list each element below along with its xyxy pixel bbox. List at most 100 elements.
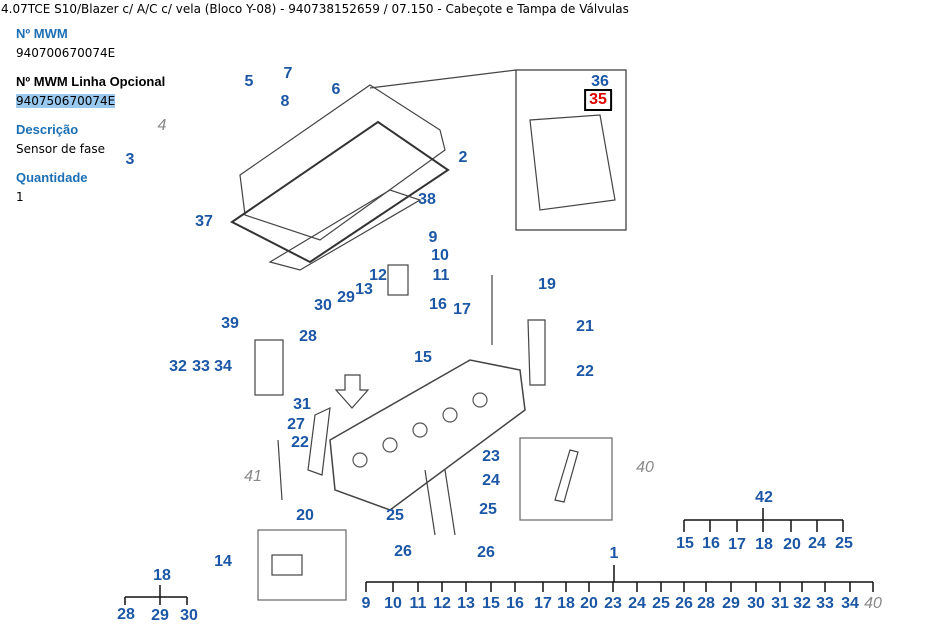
callout-16[interactable]: 16 <box>506 595 524 612</box>
callout-14[interactable]: 14 <box>214 553 232 570</box>
callout-18[interactable]: 18 <box>557 595 575 612</box>
callout-37[interactable]: 37 <box>195 213 213 230</box>
callout-27[interactable]: 27 <box>287 416 305 433</box>
callout-40[interactable]: 40 <box>636 459 654 476</box>
callout-24[interactable]: 24 <box>628 595 646 612</box>
callout-29[interactable]: 29 <box>151 607 169 624</box>
callout-30[interactable]: 30 <box>180 607 198 624</box>
callout-24[interactable]: 24 <box>482 472 500 489</box>
callout-15[interactable]: 15 <box>414 349 432 366</box>
callout-19[interactable]: 19 <box>538 276 556 293</box>
callout-20[interactable]: 20 <box>783 536 801 553</box>
callout-30[interactable]: 30 <box>314 297 332 314</box>
callout-12[interactable]: 12 <box>369 267 387 284</box>
callout-26[interactable]: 26 <box>675 595 693 612</box>
callout-13[interactable]: 13 <box>457 595 475 612</box>
callout-25[interactable]: 25 <box>835 535 853 552</box>
callout-9[interactable]: 9 <box>428 229 438 246</box>
callout-23[interactable]: 23 <box>604 595 622 612</box>
callout-31[interactable]: 31 <box>771 595 789 612</box>
quantity-value: 1 <box>16 190 24 204</box>
bracket-21 <box>527 319 546 386</box>
callout-11[interactable]: 11 <box>432 267 450 284</box>
injector-inset-box <box>519 437 613 521</box>
callout-9[interactable]: 9 <box>361 595 371 612</box>
sensor-14-inset-box <box>257 529 347 601</box>
callout-21[interactable]: 21 <box>576 318 594 335</box>
callout-4[interactable]: 4 <box>157 117 167 134</box>
bracket-27 <box>307 407 331 476</box>
valve-cover <box>239 84 446 241</box>
callout-33[interactable]: 33 <box>816 595 834 612</box>
callout-29[interactable]: 29 <box>337 289 355 306</box>
callout-38[interactable]: 38 <box>418 191 436 208</box>
callout-12[interactable]: 12 <box>433 595 451 612</box>
callout-22[interactable]: 22 <box>576 363 594 380</box>
optional-label: Nº MWM Linha Opcional <box>16 74 166 89</box>
page-title: 4.07TCE S10/Blazer c/ A/C c/ vela (Bloco… <box>1 2 629 16</box>
group-18-bracket <box>124 585 188 605</box>
description-value: Sensor de fase <box>16 142 105 156</box>
callout-40[interactable]: 40 <box>864 595 882 612</box>
callout-28[interactable]: 28 <box>117 606 135 623</box>
callout-42[interactable]: 42 <box>755 489 773 506</box>
arrow-icon <box>334 374 370 409</box>
callout-26[interactable]: 26 <box>477 544 495 561</box>
callout-28[interactable]: 28 <box>299 328 317 345</box>
callout-15[interactable]: 15 <box>482 595 500 612</box>
callout-1[interactable]: 1 <box>609 545 619 562</box>
callout-34[interactable]: 34 <box>214 358 232 375</box>
callout-11[interactable]: 11 <box>409 595 427 612</box>
callout-22[interactable]: 22 <box>291 434 309 451</box>
callout-8[interactable]: 8 <box>280 93 290 110</box>
sensor-inset-box <box>515 69 627 231</box>
callout-25[interactable]: 25 <box>386 507 404 524</box>
callout-34[interactable]: 34 <box>841 595 859 612</box>
callout-36[interactable]: 36 <box>591 73 609 90</box>
callout-32[interactable]: 32 <box>169 358 187 375</box>
callout-29[interactable]: 29 <box>722 595 740 612</box>
callout-17[interactable]: 17 <box>728 536 746 553</box>
callout-30[interactable]: 30 <box>747 595 765 612</box>
callout-6[interactable]: 6 <box>331 81 341 98</box>
callout-25[interactable]: 25 <box>652 595 670 612</box>
callout-10[interactable]: 10 <box>384 595 402 612</box>
callout-2[interactable]: 2 <box>458 149 468 166</box>
callout-7[interactable]: 7 <box>283 65 293 82</box>
callout-23[interactable]: 23 <box>482 448 500 465</box>
callout-39[interactable]: 39 <box>221 315 239 332</box>
description-label: Descrição <box>16 122 79 137</box>
callout-10[interactable]: 10 <box>431 247 449 264</box>
bracket-34 <box>254 339 284 396</box>
callout-3[interactable]: 3 <box>125 151 135 168</box>
callout-28[interactable]: 28 <box>697 595 715 612</box>
group-42-bracket <box>683 508 844 532</box>
callout-16[interactable]: 16 <box>429 296 447 313</box>
callout-32[interactable]: 32 <box>793 595 811 612</box>
callout-18[interactable]: 18 <box>755 536 773 553</box>
callout-25[interactable]: 25 <box>479 501 497 518</box>
cylinder-head <box>329 359 526 511</box>
callout-33[interactable]: 33 <box>192 358 210 375</box>
callout-18[interactable]: 18 <box>153 567 171 584</box>
optional-value[interactable]: 940750670074E <box>16 94 116 108</box>
part-details-panel: Nº MWM 940700670074E Nº MWM Linha Opcion… <box>16 26 186 218</box>
callout-35[interactable]: 35 <box>584 89 612 111</box>
callout-26[interactable]: 26 <box>394 543 412 560</box>
callout-24[interactable]: 24 <box>808 535 826 552</box>
mwm-label: Nº MWM <box>16 26 68 41</box>
callout-41[interactable]: 41 <box>244 468 262 485</box>
group-1-bracket <box>365 565 874 592</box>
callout-20[interactable]: 20 <box>580 595 598 612</box>
callout-20[interactable]: 20 <box>296 507 314 524</box>
callout-13[interactable]: 13 <box>355 281 373 298</box>
callout-16[interactable]: 16 <box>702 535 720 552</box>
callout-5[interactable]: 5 <box>244 73 254 90</box>
gasket-strip <box>268 189 422 271</box>
callout-15[interactable]: 15 <box>676 535 694 552</box>
callout-17[interactable]: 17 <box>453 301 471 318</box>
quantity-label: Quantidade <box>16 170 88 185</box>
callout-31[interactable]: 31 <box>293 396 311 413</box>
callout-17[interactable]: 17 <box>534 595 552 612</box>
